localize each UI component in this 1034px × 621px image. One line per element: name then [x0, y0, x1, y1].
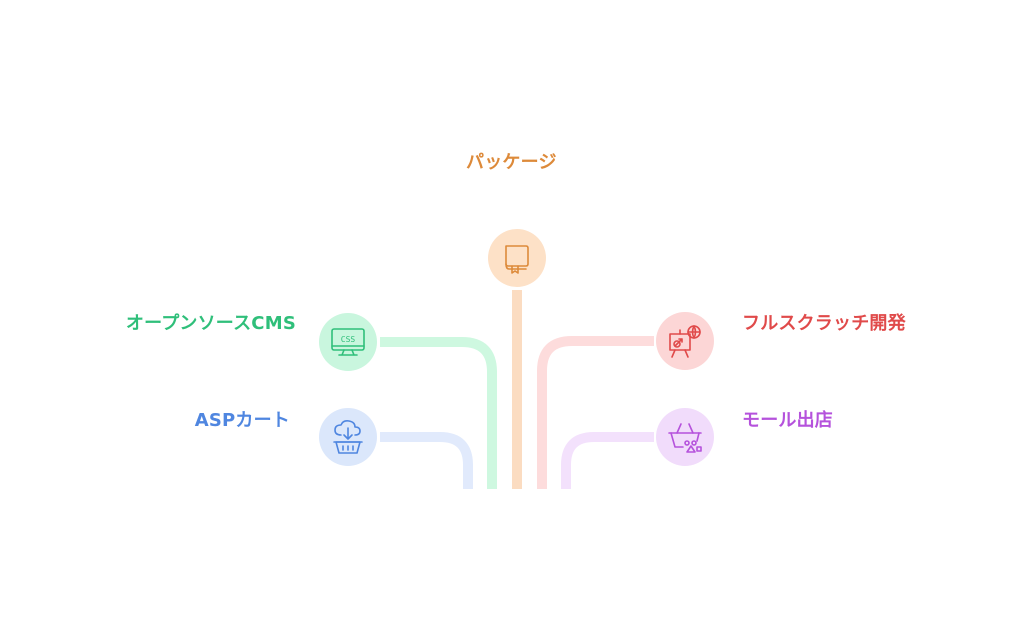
cloud-cart-icon — [333, 420, 363, 454]
css-monitor-icon: CSS — [331, 328, 365, 356]
easel-globe-icon — [669, 325, 701, 358]
cms-label: オープンソースCMS — [125, 313, 296, 334]
cms-node: CSS — [319, 313, 377, 371]
scratch-node — [656, 312, 714, 370]
svg-text:CSS: CSS — [341, 335, 356, 344]
asp-label: ASPカート — [194, 410, 290, 431]
package-label: パッケージ — [466, 152, 557, 173]
connector-mall — [561, 432, 654, 489]
asp-node — [319, 408, 377, 466]
connector-scratch — [537, 336, 654, 489]
book-icon — [505, 245, 529, 274]
connector-cms — [380, 337, 497, 489]
connector-asp — [380, 432, 473, 489]
mall-node — [656, 408, 714, 466]
package-node — [488, 229, 546, 287]
mall-label: モール出店 — [742, 410, 833, 431]
scratch-label: フルスクラッチ開発 — [742, 313, 906, 334]
basket-shapes-icon — [668, 423, 702, 453]
